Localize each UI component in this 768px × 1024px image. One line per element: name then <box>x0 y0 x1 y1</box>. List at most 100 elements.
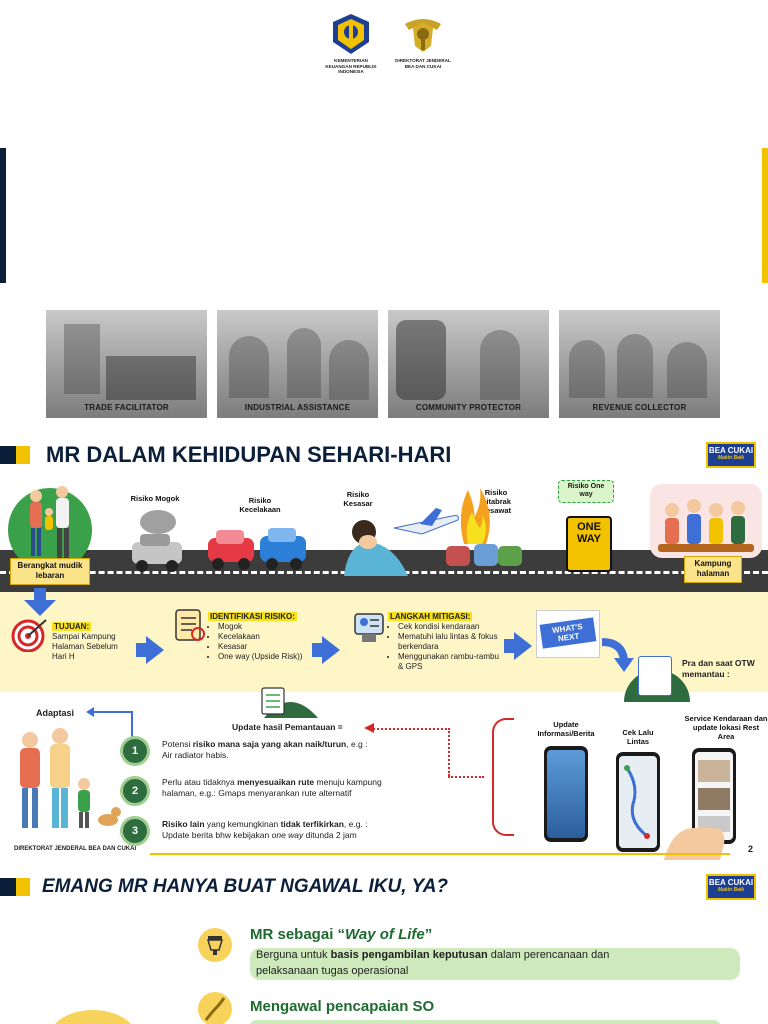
section-1-body: Berguna untuk basis pengambilan keputusa… <box>256 948 746 980</box>
bottom-rule <box>150 853 730 855</box>
identifikasi-item: Mogok <box>218 622 318 632</box>
step-text-bold: risiko mana saja yang akan naik/turun <box>192 739 347 749</box>
phone-news <box>544 746 588 842</box>
flow-arrow-3-stem <box>504 639 516 653</box>
section-1-highlight <box>250 948 740 980</box>
section-2-heading: Mengawal pencapaian SO <box>250 998 435 1015</box>
adaptasi-label: Adaptasi <box>36 708 75 718</box>
photo-label: INDUSTRIAL ASSISTANCE <box>244 403 351 412</box>
badge-text: BEA CUKAI <box>708 446 754 455</box>
photo-label: COMMUNITY PROTECTOR <box>415 403 522 412</box>
heading-part: MR sebagai “ <box>250 926 346 943</box>
step-text-line2: Air radiator habis. <box>162 750 229 761</box>
heading-part: ” <box>424 926 433 943</box>
photo-revenue-collector: REVENUE COLLECTOR <box>559 310 720 418</box>
identifikasi-item: Kecelakaan <box>218 632 318 642</box>
identifikasi-item: One way (Upside Risk)) <box>218 652 318 662</box>
step-1-circle: 1 <box>120 736 150 766</box>
oneway-sign-text: ONE WAY <box>576 521 602 545</box>
family-gathering-icon <box>658 499 754 552</box>
mr-iku-slide: EMANG MR HANYA BUAT NGAWAL IKU, YA? BEA … <box>0 864 768 1024</box>
photo-label: REVENUE COLLECTOR <box>592 403 687 412</box>
tujuan-box: TUJUAN: Sampai Kampung Halaman Sebelum H… <box>52 622 134 662</box>
update-connector-v <box>448 728 450 776</box>
tujuan-text: Sampai Kampung Halaman Sebelum Hari H <box>52 632 118 661</box>
arrowhead-left-icon <box>364 723 374 733</box>
step-text-line2: Update berita bhw kebijakan <box>162 830 272 841</box>
weather-screen <box>547 750 585 838</box>
step-text-part: yang kemungkinan <box>204 819 281 829</box>
mitigasi-item: Menggunakan rambu-rambu & GPS <box>398 652 500 672</box>
step-text-bold: menyesuaikan rute <box>237 777 315 787</box>
kemenkeu-emblem-icon <box>333 14 369 54</box>
broken-car-icon <box>132 510 182 572</box>
identifikasi-heading: IDENTIFIKASI RISIKO: <box>208 612 297 621</box>
start-label: Berangkat mudik lebaran <box>10 558 90 585</box>
map-screen <box>619 756 657 848</box>
whats-next-sign: WHAT'S NEXT <box>536 610 600 658</box>
step-text-italic: one way <box>271 830 304 841</box>
right-accent-bar <box>762 148 768 283</box>
cover-slide: KEMENTERIAN KEUANGAN REPUBLIK INDONESIA … <box>0 0 768 432</box>
risk-pesawat-label: Risiko Ditabrak Pesawat <box>480 488 512 515</box>
airplane-icon <box>393 508 459 535</box>
route-icon <box>624 765 650 839</box>
body-line2: pelaksanaan tugas operasional <box>256 964 409 977</box>
bea-cukai-badge: BEA CUKAI Makin Baik <box>706 874 756 900</box>
section-1-heading: MR sebagai “Way of Life” <box>250 926 432 943</box>
bea-cukai-emblem-icon <box>405 19 441 52</box>
rope-icon <box>198 992 232 1024</box>
phone-traffic <box>616 752 660 852</box>
slide-title: EMANG MR HANYA BUAT NGAWAL IKU, YA? <box>42 876 449 897</box>
step-text-bold: Risiko lain <box>162 819 205 829</box>
down-arrow-icon <box>24 588 56 616</box>
step-text-part: , e.g. : <box>343 819 368 829</box>
monitor-bracket <box>492 718 514 836</box>
risk-mogok-label: Risiko Mogok <box>130 494 180 503</box>
identifikasi-box: IDENTIFIKASI RISIKO: Mogok Kecelakaan Ke… <box>208 612 318 662</box>
photo-trade-facilitator: TRADE FACILITATOR <box>46 310 207 418</box>
monitor-label-news: Update Informasi/Berita <box>537 720 595 738</box>
badge-subtext: Makin Baik <box>717 454 745 461</box>
adaptasi-arrow-icon <box>86 707 133 738</box>
flow-arrow-1-stem <box>136 643 148 657</box>
step-3-text: Risiko lain yang kemungkinan tidak terfi… <box>162 819 462 841</box>
fire-crash-icon <box>446 488 522 566</box>
flow-arrow-3 <box>514 632 532 660</box>
mitigation-icon <box>354 613 384 642</box>
page-number: 2 <box>748 844 754 854</box>
step-2-text: Perlu atau tidaknya menyesuaikan rute me… <box>162 777 462 799</box>
lamp-icon <box>198 928 232 962</box>
step-text-part: Potensi <box>162 739 193 749</box>
step-3-circle: 3 <box>120 816 150 846</box>
partial-circle-decoration <box>48 1010 138 1024</box>
step-text-bold: tidak terfikirkan <box>280 819 344 829</box>
monitor-window <box>638 656 672 696</box>
step-2-circle: 2 <box>120 776 150 806</box>
monitor-label-traffic: Cek Lalu Lintas <box>622 728 654 746</box>
flow-arrow-1 <box>146 636 164 664</box>
left-accent-bar <box>0 148 6 283</box>
rope-glyph-icon <box>204 997 226 1021</box>
curved-arrow-icon <box>601 638 634 672</box>
mitigasi-item: Cek kondisi kendaraan <box>398 622 500 632</box>
badge-subtext: Makin Baik <box>717 886 745 893</box>
pantau-label: Pra dan saat OTW memantau : <box>682 658 755 679</box>
mitigasi-list: Cek kondisi kendaraan Mematuhi lalu lint… <box>388 622 500 672</box>
monitor-label-service: Service Kendaraan dan update lokasi Rest… <box>684 714 768 741</box>
risk-oneway-label: Risiko One way <box>558 480 614 503</box>
mitigasi-box: LANGKAH MITIGASI: Cek kondisi kendaraan … <box>388 612 500 672</box>
hand-holding-phone-icon <box>664 828 725 860</box>
logo-group: KEMENTERIAN KEUANGAN REPUBLIK INDONESIA … <box>322 12 452 75</box>
mr-daily-life-slide: MR DALAM KEHIDUPAN SEHARI-HARI BEA CUKAI… <box>0 432 768 864</box>
target-icon <box>11 619 47 652</box>
update-checklist-icon <box>261 687 318 718</box>
tujuan-heading: TUJUAN: <box>52 622 92 631</box>
mitigasi-heading: LANGKAH MITIGASI: <box>388 612 473 621</box>
flow-arrow-2 <box>322 636 340 664</box>
body-part: dalam perencanaan dan <box>487 949 610 961</box>
risk-kecelakaan-label: Risiko Kecelakaan <box>239 496 281 514</box>
slide-title: MR DALAM KEHIDUPAN SEHARI-HARI <box>46 442 452 467</box>
update-connector-h2 <box>448 776 484 778</box>
checklist-icon <box>175 609 205 641</box>
